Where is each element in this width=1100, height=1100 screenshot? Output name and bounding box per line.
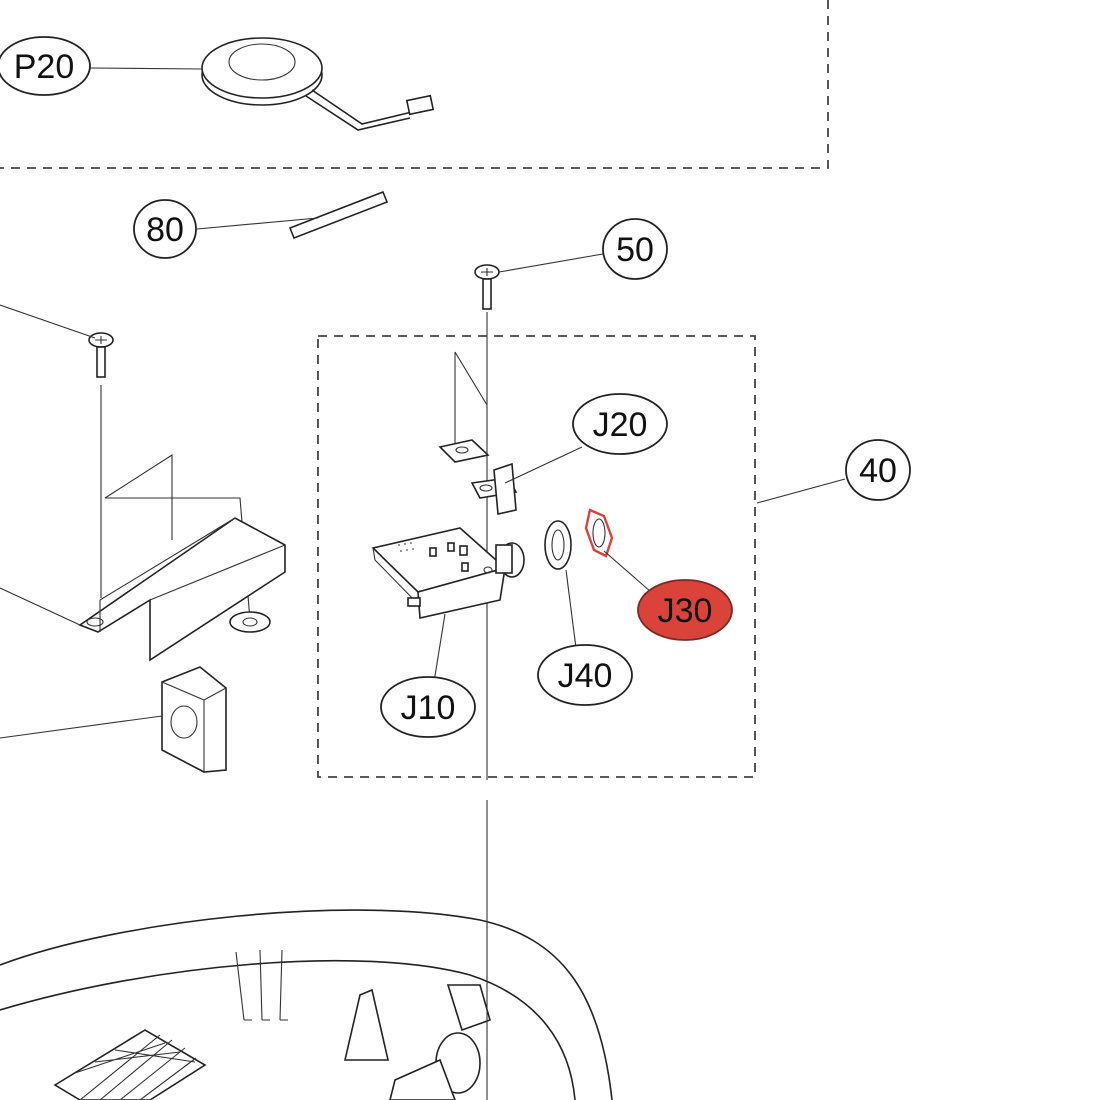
top-assembly-boundary [0, 0, 829, 169]
callout-50-label: 50 [616, 231, 654, 269]
callout-80[interactable]: 80 [133, 199, 197, 259]
nut-part-j30 [584, 508, 614, 558]
left-block [0, 666, 227, 773]
callout-j10-label: J10 [401, 689, 456, 727]
callout-80-label: 80 [146, 211, 184, 249]
callout-j30-label: J30 [658, 592, 713, 630]
callout-50[interactable]: 50 [602, 218, 668, 280]
callout-j30[interactable]: J30 [637, 579, 733, 641]
callout-j40-label: J40 [558, 657, 613, 695]
speaker-grille [53, 1029, 207, 1100]
left-screw [88, 332, 114, 378]
washer-part-j40 [544, 520, 572, 570]
left-bracket [0, 304, 286, 662]
base-housing [0, 909, 613, 1100]
jack-assembly-boundary [317, 335, 756, 778]
adhesive-strip-part-80 [288, 190, 389, 240]
callout-j20[interactable]: J20 [572, 393, 668, 455]
callout-j40[interactable]: J40 [537, 644, 633, 706]
screw-part-50 [474, 264, 500, 310]
callout-40[interactable]: 40 [845, 439, 911, 501]
callout-j20-label: J20 [593, 406, 648, 444]
leader-lines [89, 67, 846, 683]
speaker-part-p20 [201, 37, 435, 131]
bracket-part-j20 [438, 351, 518, 515]
callout-p20-label: P20 [14, 48, 75, 86]
callout-j10[interactable]: J10 [380, 676, 476, 738]
callout-40-label: 40 [859, 452, 897, 490]
circuit-board-part-j10 [371, 527, 525, 619]
callout-p20[interactable]: P20 [0, 36, 91, 96]
